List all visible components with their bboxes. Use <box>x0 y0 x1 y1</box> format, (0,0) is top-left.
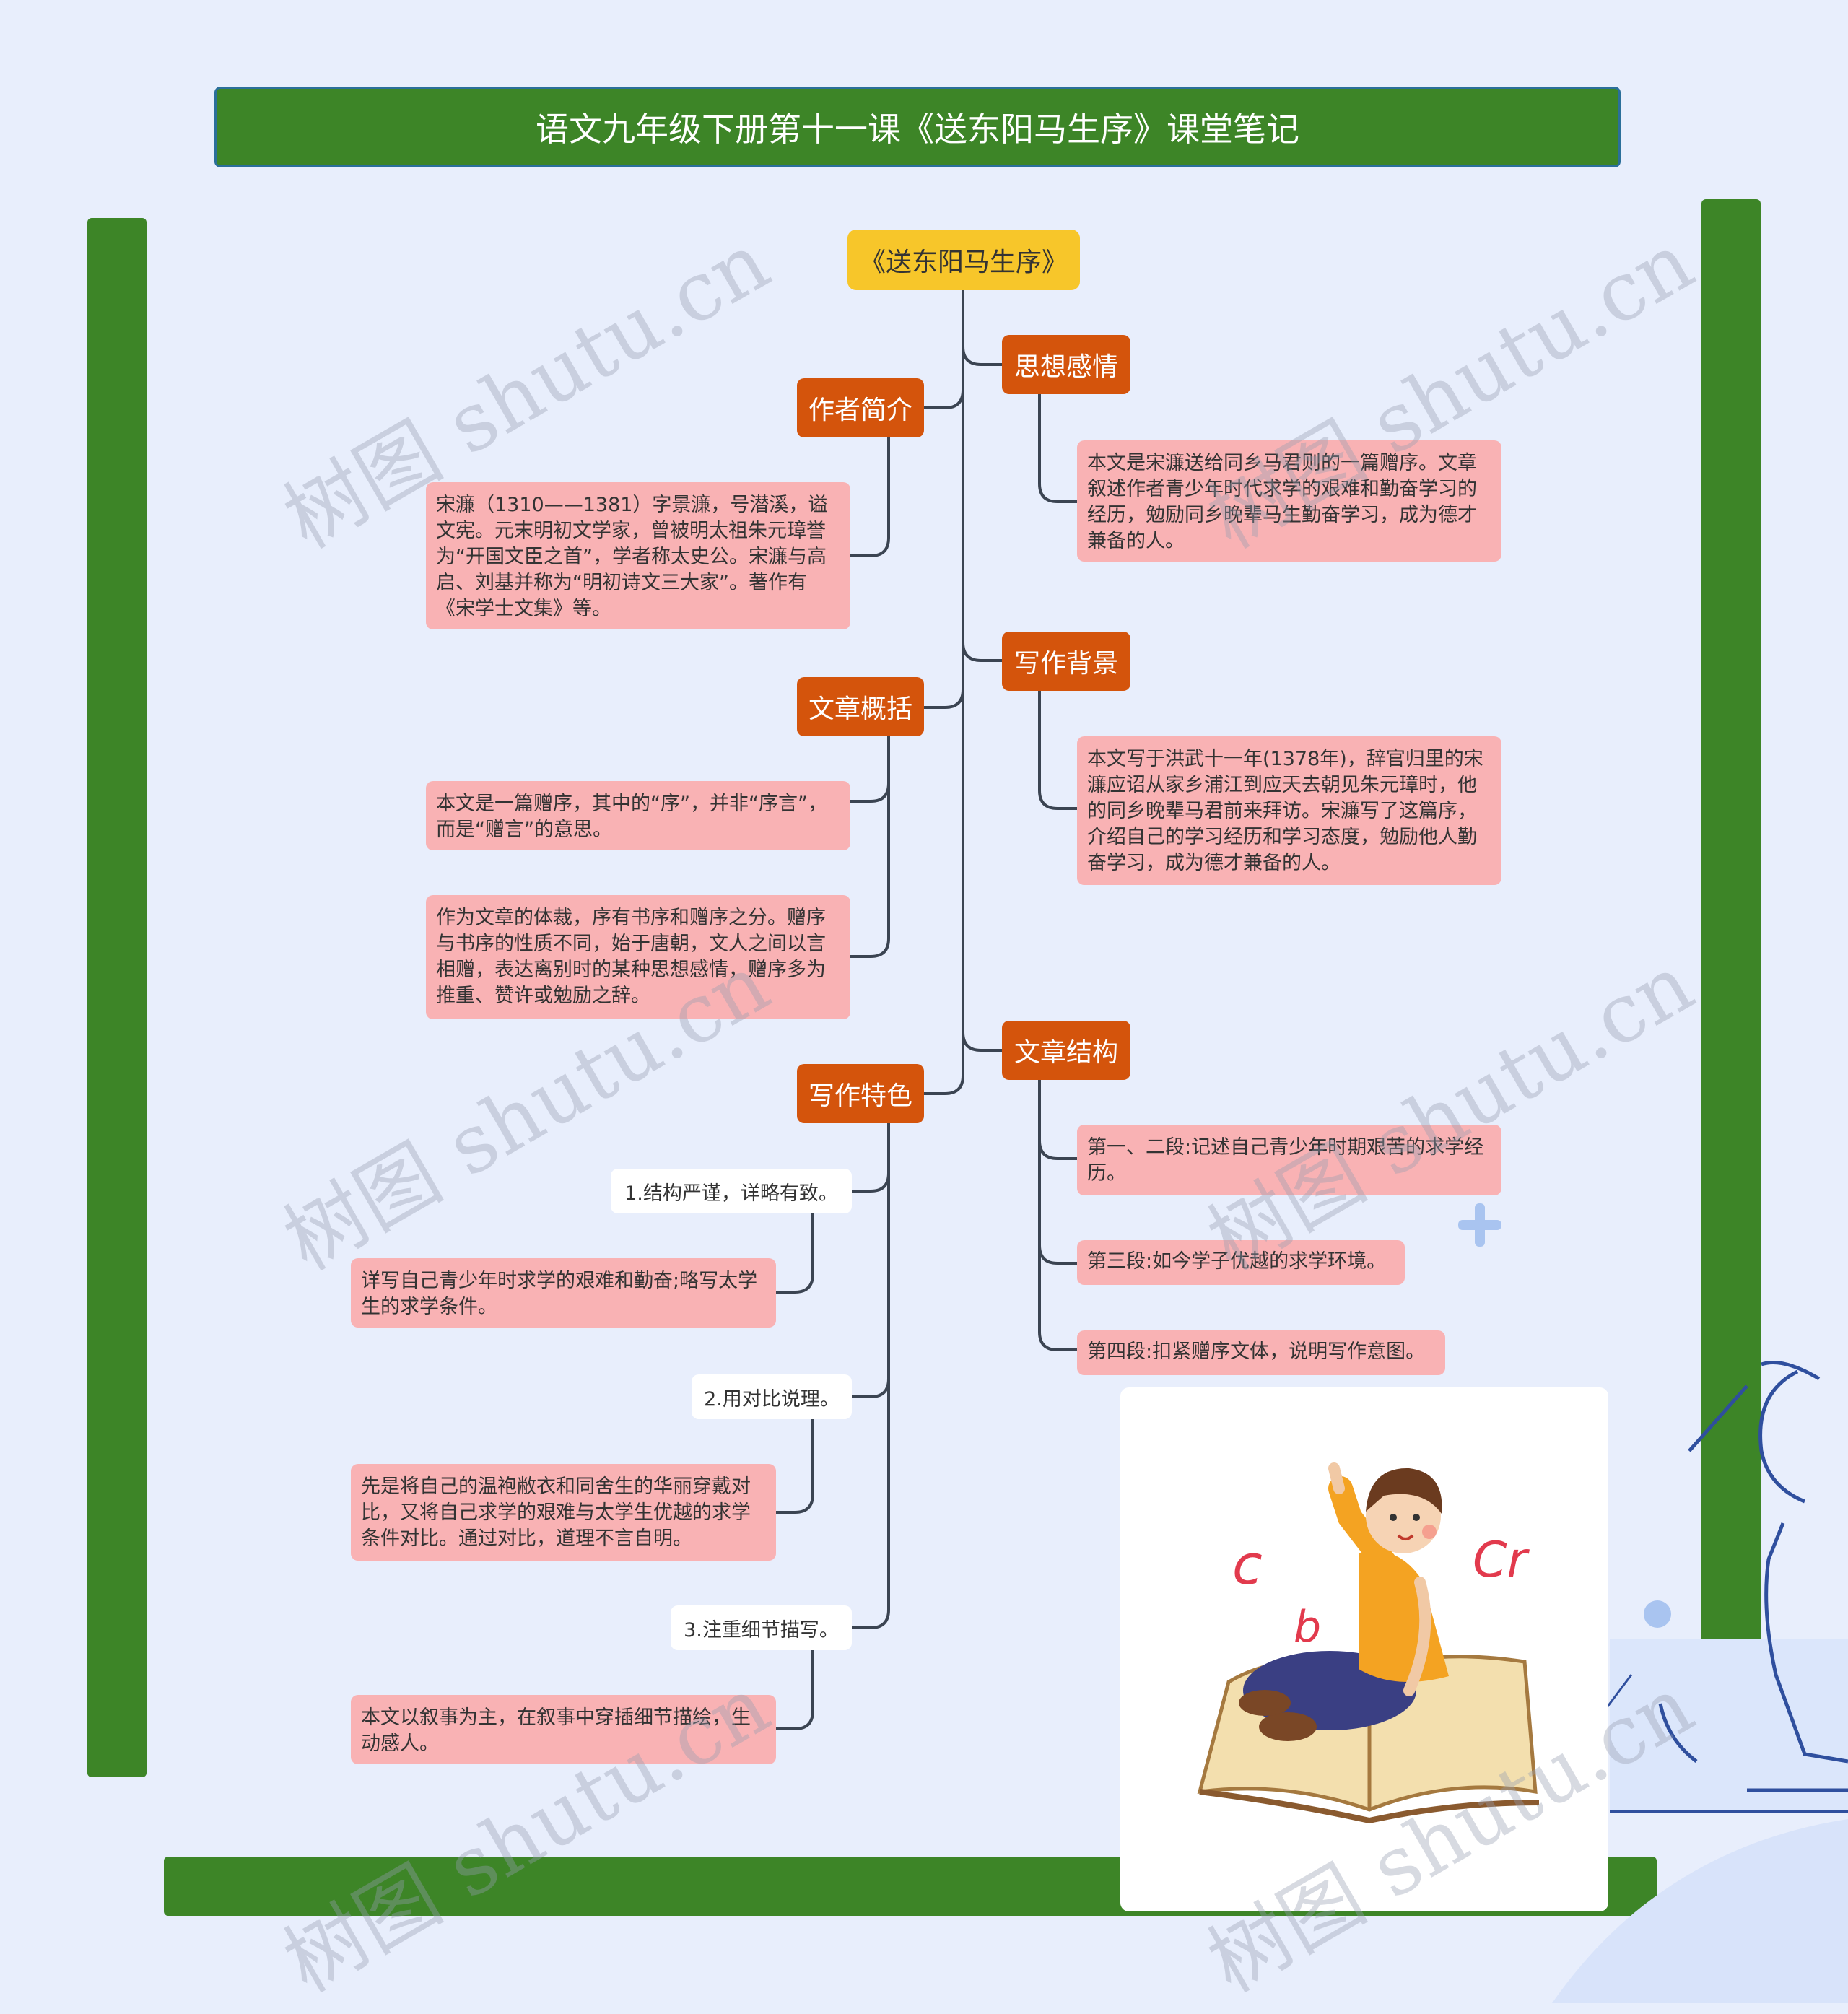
leaf-structure-2: 第三段:如今学子优越的求学环境。 <box>1077 1240 1405 1285</box>
illustration-letter-b: b <box>1294 1602 1321 1652</box>
topic-background[interactable]: 写作背景 <box>1002 632 1130 691</box>
leaf-summary-1: 本文是一篇赠序，其中的“序”，并非“序言”，而是“赠言”的意思。 <box>426 781 850 850</box>
leaf-feature-3-detail: 本文以叙事为主，在叙事中穿插细节描绘，生动感人。 <box>351 1695 776 1764</box>
boy-on-book-illustration: c b Cr <box>1197 1462 1540 1824</box>
topic-emotion[interactable]: 思想感情 <box>1002 335 1130 394</box>
leaf-author-text: 宋濂（1310——1381）字景濂，号潜溪，谥文宪。元末明初文学家，曾被明太祖朱… <box>426 482 850 629</box>
illustration-card: c b Cr <box>1120 1387 1608 1911</box>
topic-summary[interactable]: 文章概括 <box>797 677 924 736</box>
frame-right-bar <box>1701 199 1761 1789</box>
leaf-structure-1: 第一、二段:记述自己青少年时期艰苦的求学经历。 <box>1077 1125 1502 1195</box>
leaf-summary-2: 作为文章的体裁，序有书序和赠序之分。赠序与书序的性质不同，始于唐朝，文人之间以言… <box>426 895 850 1019</box>
leaf-feature-1-detail: 详写自己青少年时求学的艰难和勤奋;略写太学生的求学条件。 <box>351 1258 776 1328</box>
leaf-structure-3: 第四段:扣紧赠序文体，说明写作意图。 <box>1077 1330 1445 1375</box>
feature-3-label: 3.注重细节描写。 <box>671 1605 852 1650</box>
topic-features[interactable]: 写作特色 <box>797 1064 924 1123</box>
page-title: 语文九年级下册第十一课《送东阳马生序》课堂笔记 <box>214 87 1621 167</box>
frame-left-bar <box>87 218 147 1777</box>
topic-structure[interactable]: 文章结构 <box>1002 1021 1130 1080</box>
topic-author[interactable]: 作者简介 <box>797 378 924 437</box>
leaf-background-text: 本文写于洪武十一年(1378年)，辞官归里的宋濂应诏从家乡浦江到应天去朝见朱元璋… <box>1077 736 1502 885</box>
leaf-emotion-text: 本文是宋濂送给同乡马君则的一篇赠序。文章叙述作者青少年时代求学的艰难和勤奋学习的… <box>1077 440 1502 562</box>
root-node[interactable]: 《送东阳马生序》 <box>847 230 1080 290</box>
feature-2-label: 2.用对比说理。 <box>692 1374 852 1419</box>
illustration-letter-c: c <box>1232 1533 1263 1597</box>
illustration-letter-cr: Cr <box>1473 1532 1530 1589</box>
feature-1-label: 1.结构严谨，详略有致。 <box>611 1169 852 1213</box>
leaf-feature-2-detail: 先是将自己的温袍敝衣和同舍生的华丽穿戴对比，又将自己求学的艰难与太学生优越的求学… <box>351 1464 776 1561</box>
